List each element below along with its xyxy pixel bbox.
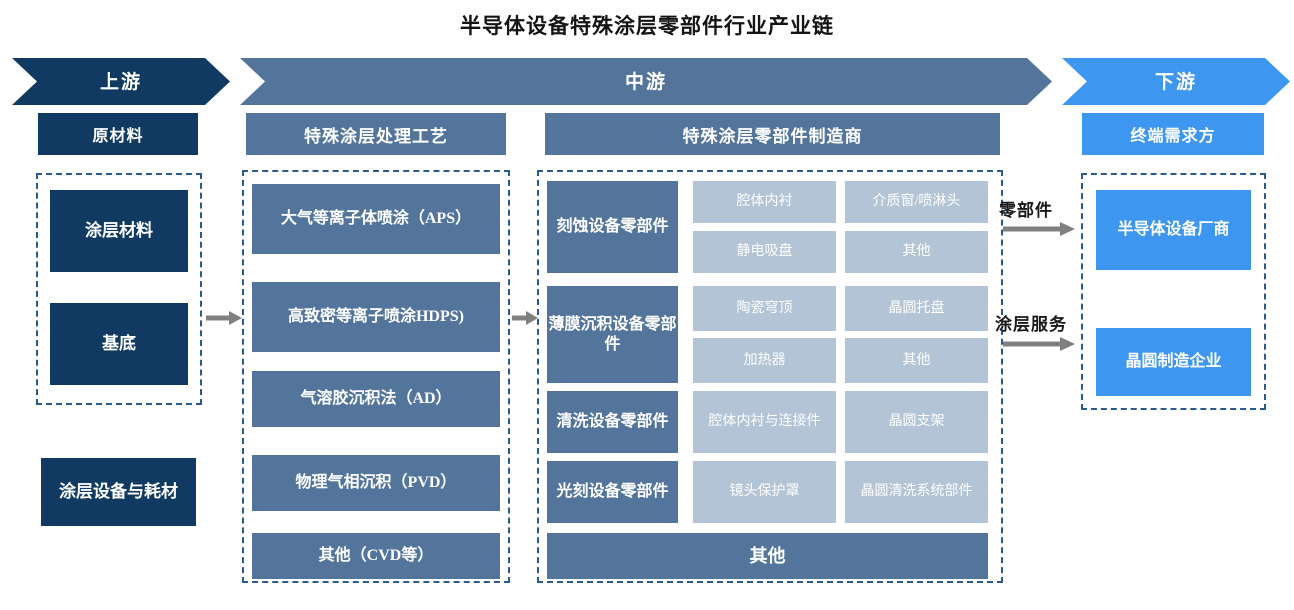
process-item-hdps: 高致密等离子喷涂HDPS): [252, 282, 500, 352]
mfr-part-dielectric-window-showerhead: 介质窗/喷淋头: [845, 181, 988, 223]
flow-label-parts: 零部件: [999, 201, 1053, 220]
mfr-category-etching: 刻蚀设备零部件: [547, 181, 678, 273]
section-header-end-demand: 终端需求方: [1082, 113, 1264, 155]
arrow-parts-to-equipment-makers-icon: [1003, 222, 1075, 236]
dashed-group-downstream: [1081, 173, 1266, 410]
mfr-part-lens-protective-cover: 镜头保护罩: [693, 461, 836, 523]
arrow-coating-service-to-fabs-icon: [1003, 337, 1075, 351]
process-item-aps: 大气等离子体喷涂（APS）: [252, 184, 500, 254]
dashed-group-manufacturers: [537, 170, 1003, 583]
upstream-item-substrate: 基底: [50, 303, 188, 385]
downstream-item-equipment-makers: 半导体设备厂商: [1096, 190, 1251, 270]
mfr-part-ceramic-dome: 陶瓷穹顶: [693, 286, 836, 331]
flow-label-coating-service: 涂层服务: [995, 315, 1067, 334]
section-header-coating-process: 特殊涂层处理工艺: [246, 113, 506, 155]
upstream-item-coating-equipment: 涂层设备与耗材: [41, 458, 196, 526]
mfr-category-lithography: 光刻设备零部件: [547, 461, 678, 523]
dashed-group-process: [242, 170, 510, 583]
mfr-part-wafer-cleaning-system: 晶圆清洗系统部件: [845, 461, 988, 523]
mfr-part-chamber-liner: 腔体内衬: [693, 181, 836, 223]
mfr-part-chamber-liner-connectors: 腔体内衬与连接件: [693, 391, 836, 453]
stage-chevron-downstream: 下游: [1062, 58, 1290, 105]
mfr-part-wafer-tray: 晶圆托盘: [845, 286, 988, 331]
stage-chevron-midstream: 中游: [240, 58, 1052, 105]
process-item-pvd: 物理气相沉积（PVD）: [252, 455, 500, 511]
process-item-ad: 气溶胶沉积法（AD）: [252, 371, 500, 427]
downstream-item-wafer-fabs: 晶圆制造企业: [1096, 328, 1251, 396]
mfr-part-deposition-other: 其他: [845, 338, 988, 383]
page-title: 半导体设备特殊涂层零部件行业产业链: [460, 14, 834, 38]
stage-label-downstream: 下游: [1154, 72, 1197, 93]
mfr-part-etching-other: 其他: [845, 231, 988, 273]
mfr-category-thin-film-deposition: 薄膜沉积设备零部件: [547, 286, 678, 383]
mfr-category-cleaning: 清洗设备零部件: [547, 391, 678, 453]
arrow-upstream-to-process-icon: [206, 311, 242, 325]
upstream-item-coating-material: 涂层材料: [50, 190, 188, 272]
section-header-raw-materials: 原材料: [38, 113, 198, 155]
mfr-category-other: 其他: [547, 533, 988, 579]
stage-label-midstream: 中游: [624, 72, 667, 93]
stage-label-upstream: 上游: [99, 72, 142, 93]
mfr-part-heater: 加热器: [693, 338, 836, 383]
arrow-process-to-manufacturer-icon: [512, 311, 538, 325]
mfr-part-wafer-holder: 晶圆支架: [845, 391, 988, 453]
section-header-manufacturers: 特殊涂层零部件制造商: [545, 113, 1000, 155]
dashed-group-upstream-materials: [36, 173, 202, 405]
mfr-part-electrostatic-chuck: 静电吸盘: [693, 231, 836, 273]
stage-chevron-upstream: 上游: [12, 58, 230, 105]
process-item-other-cvd: 其他（CVD等）: [252, 533, 500, 579]
